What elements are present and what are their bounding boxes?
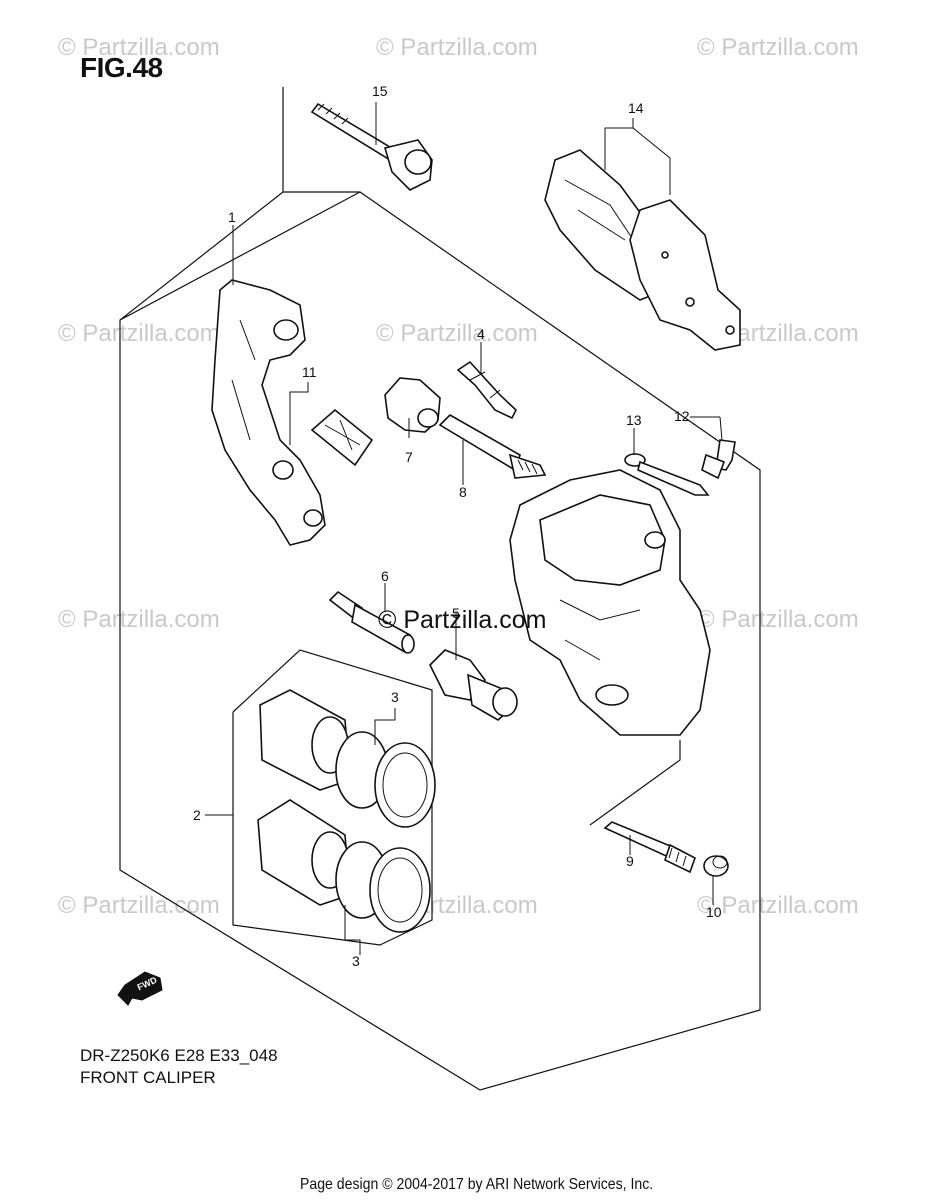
bleeder-valve-part-12 <box>701 439 736 480</box>
callout-4: 4 <box>477 326 485 342</box>
watermark: © Partzilla.com <box>697 606 859 633</box>
callout-5: 5 <box>452 605 460 621</box>
section-name: FRONT CALIPER <box>80 1068 216 1087</box>
watermark: © Partzilla.com <box>376 320 538 347</box>
callout-12: 12 <box>674 408 690 424</box>
assembly-outline-detail <box>589 740 681 826</box>
callout-8: 8 <box>459 484 467 500</box>
callout-11: 11 <box>302 364 317 380</box>
caliper-body <box>509 469 711 736</box>
pad-spring-part-4 <box>456 360 517 420</box>
fwd-arrow-icon: FWD <box>117 971 163 1006</box>
model-code: DR-Z250K6 E28 E33_048 <box>80 1046 278 1065</box>
page-credit: Page design © 2004-2017 by ARI Network S… <box>300 1176 654 1193</box>
watermark: © Partzilla.com <box>58 34 220 61</box>
callout-3-upper: 3 <box>391 689 399 705</box>
center-watermark: © Partzilla.com <box>378 606 547 634</box>
leader-line <box>632 127 671 195</box>
callout-15: 15 <box>372 83 388 99</box>
watermark: © Partzilla.com <box>58 320 220 347</box>
callout-7: 7 <box>405 449 413 465</box>
watermark: © Partzilla.com <box>697 34 859 61</box>
pistons-part-2 <box>257 689 351 906</box>
caliper-bracket-part-1 <box>211 279 326 546</box>
figure-title: FIG.48 <box>80 52 163 83</box>
callout-1: 1 <box>228 209 236 225</box>
cap-part-13 <box>624 453 710 496</box>
leader-line <box>719 416 723 441</box>
leader-line <box>604 118 634 170</box>
callout-13: 13 <box>626 412 642 428</box>
callout-10: 10 <box>706 904 722 920</box>
slide-pin-part-8 <box>438 414 547 479</box>
spring-clip-part-11 <box>289 382 374 467</box>
pin-part-9 <box>603 821 696 874</box>
callout-14: 14 <box>628 100 644 116</box>
callout-2: 2 <box>193 807 201 823</box>
watermark: © Partzilla.com <box>697 892 859 919</box>
bolt-part-15 <box>310 102 433 191</box>
boot-part-5 <box>429 649 518 721</box>
callout-6: 6 <box>381 568 389 584</box>
plug-part-10 <box>703 855 729 877</box>
callout-9: 9 <box>626 853 634 869</box>
seals-part-3 <box>335 708 436 955</box>
assembly-outline <box>119 87 761 1091</box>
slide-pin-part-6 <box>328 590 415 654</box>
watermark: © Partzilla.com <box>376 34 538 61</box>
watermark: © Partzilla.com <box>58 606 220 633</box>
brake-pads-part-14 <box>544 149 741 351</box>
boot-part-7 <box>384 377 441 433</box>
piston-group-outline <box>232 649 433 946</box>
assembly-outline-lower <box>119 191 361 321</box>
callout-3-lower: 3 <box>352 953 360 969</box>
